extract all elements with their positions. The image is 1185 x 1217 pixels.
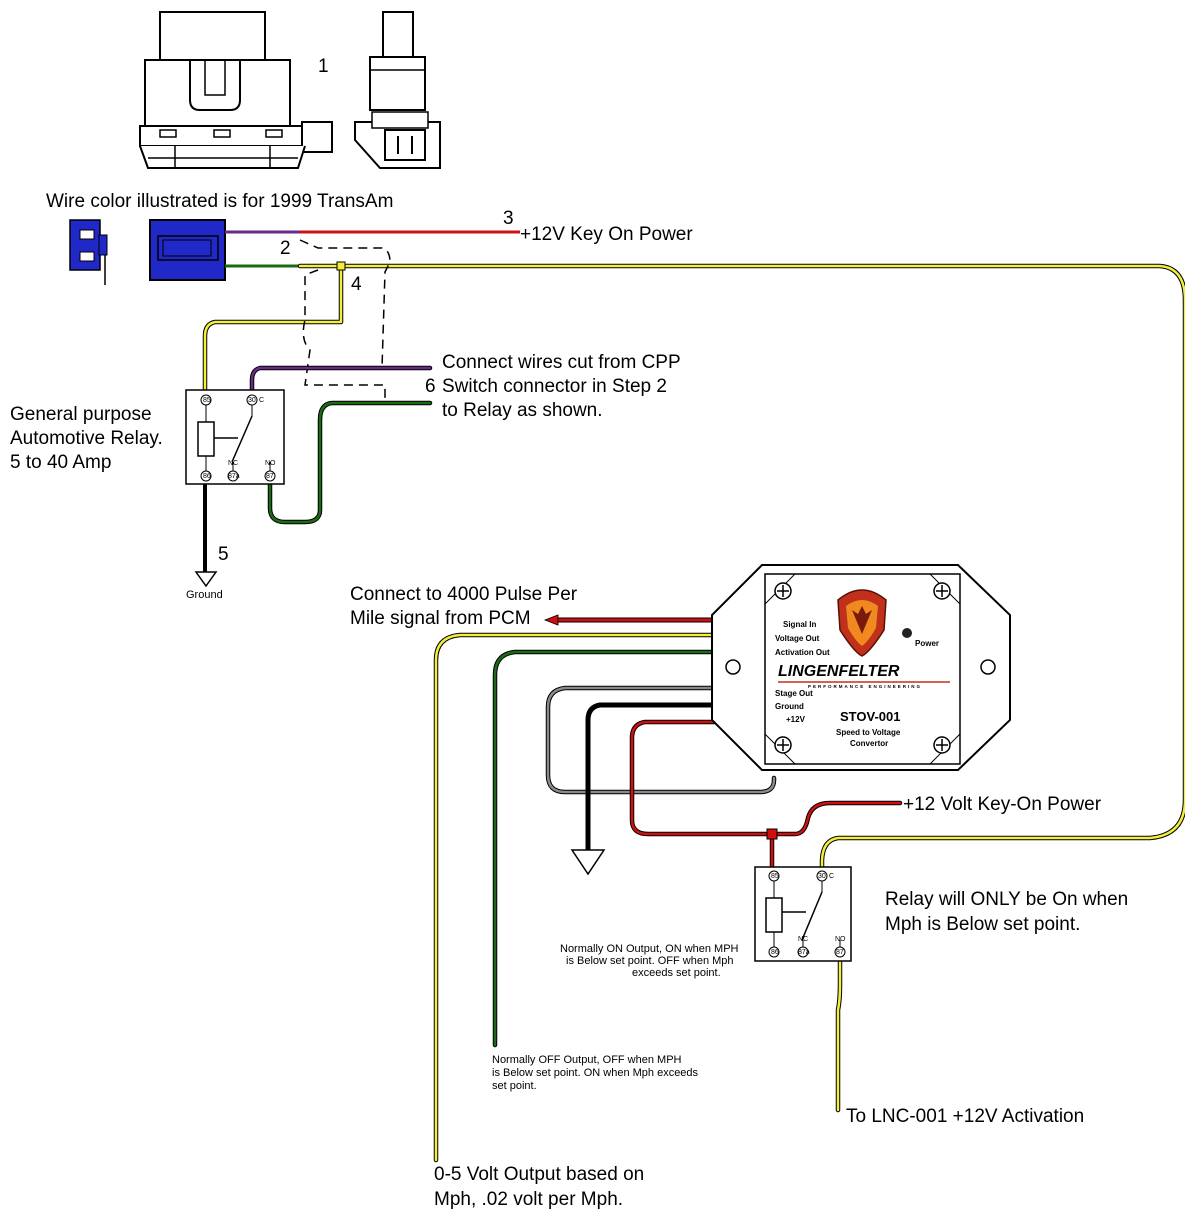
ground-icon-lower: [570, 849, 606, 876]
relay-desc-line2: Automotive Relay.: [10, 428, 163, 449]
cpp-switch-side-view: [139, 11, 333, 169]
normally-on-line1: Normally ON Output, ON when MPH: [560, 943, 739, 955]
lower-relay-pin-c: C: [829, 873, 834, 880]
volt-output-line2: Mph, .02 volt per Mph.: [434, 1189, 623, 1210]
step-6-number: 6: [425, 376, 436, 397]
step-3-number: 3: [503, 208, 514, 229]
upper-relay: 85 30 C NC NO 86 87a 87: [185, 389, 285, 485]
module-brand: LINGENFELTER: [778, 663, 900, 680]
power-led-icon: [902, 628, 912, 638]
relay-pin-30: 30: [248, 397, 256, 404]
module-brand-sub: PERFORMANCE ENGINEERING: [808, 684, 922, 689]
lower-wires: [433, 614, 903, 1163]
module-plus12v: +12V: [786, 715, 806, 724]
normally-on-line3: exceeds set point.: [632, 967, 721, 979]
connect-wires-line2: Switch connector in Step 2: [442, 376, 667, 397]
module-activation-out: Activation Out: [775, 648, 830, 657]
connect-wires-line1: Connect wires cut from CPP: [442, 352, 681, 373]
relay-pin-c: C: [259, 397, 264, 404]
normally-off-line2: is Below set point. ON when Mph exceeds: [492, 1067, 699, 1079]
normally-off-line1: Normally OFF Output, OFF when MPH: [492, 1054, 682, 1066]
lower-relay-pin-87: 87: [836, 949, 844, 956]
normally-off-line3: set point.: [492, 1080, 537, 1092]
module-model: STOV-001: [840, 709, 900, 724]
pulse-signal-line1: Connect to 4000 Pulse Per: [350, 584, 578, 605]
lower-relay-pin-no: NO: [835, 936, 846, 943]
step-1-number: 1: [318, 56, 329, 77]
lower-relay-pin-87a: 87a: [798, 949, 810, 956]
module-desc-line1: Speed to Voltage: [836, 728, 901, 737]
step-4-number: 4: [351, 274, 362, 295]
relay-desc-line1: General purpose: [10, 404, 152, 425]
module-ground: Ground: [775, 702, 804, 711]
module-power-label: Power: [915, 639, 939, 648]
relay-pin-nc: NC: [228, 460, 238, 467]
module-signal-in: Signal In: [783, 620, 816, 629]
upper-wires: [202, 230, 1185, 873]
module-voltage-out: Voltage Out: [775, 634, 820, 643]
connector-small-blue: [69, 219, 108, 285]
relay-on-note-line1: Relay will ONLY be On when: [885, 889, 1128, 910]
relay-desc-line3: 5 to 40 Amp: [10, 452, 111, 473]
cpp-switch-end-view: [354, 11, 441, 169]
lingenfelter-logo-icon: [837, 589, 887, 657]
step-5-number: 5: [218, 544, 229, 565]
lower-relay-pin-86: 86: [771, 949, 779, 956]
step-2-number: 2: [280, 238, 291, 259]
lower-relay-pin-30: 30: [818, 873, 826, 880]
connect-wires-line3: to Relay as shown.: [442, 400, 603, 421]
lower-relay: 85 30 C NC NO 86 87a 87: [754, 866, 852, 962]
relay-pin-87: 87: [266, 473, 274, 480]
ground-label: Ground: [186, 589, 223, 601]
stov-001-module: Power Signal In Voltage Out Activation O…: [711, 564, 1011, 771]
key-on-power-top-label: +12V Key On Power: [520, 224, 693, 245]
module-stage-out: Stage Out: [775, 689, 813, 698]
wire-color-note: Wire color illustrated is for 1999 Trans…: [46, 191, 393, 212]
lower-relay-pin-nc: NC: [798, 936, 808, 943]
ground-icon: [194, 571, 218, 588]
relay-pin-no: NO: [265, 460, 276, 467]
key-on-power-bottom-label: +12 Volt Key-On Power: [903, 794, 1102, 815]
connector-large-blue: [149, 219, 226, 281]
relay-pin-86: 86: [203, 473, 211, 480]
normally-on-line2: is Below set point. OFF when Mph: [566, 955, 734, 967]
module-desc-line2: Convertor: [850, 739, 888, 748]
relay-pin-85: 85: [203, 397, 211, 404]
lnc-activation-label: To LNC-001 +12V Activation: [846, 1106, 1084, 1127]
pulse-signal-line2: Mile signal from PCM: [350, 608, 531, 629]
relay-pin-87a: 87a: [228, 473, 240, 480]
relay-on-note-line2: Mph is Below set point.: [885, 914, 1080, 935]
lower-relay-pin-85: 85: [771, 873, 779, 880]
volt-output-line1: 0-5 Volt Output based on: [434, 1164, 644, 1185]
